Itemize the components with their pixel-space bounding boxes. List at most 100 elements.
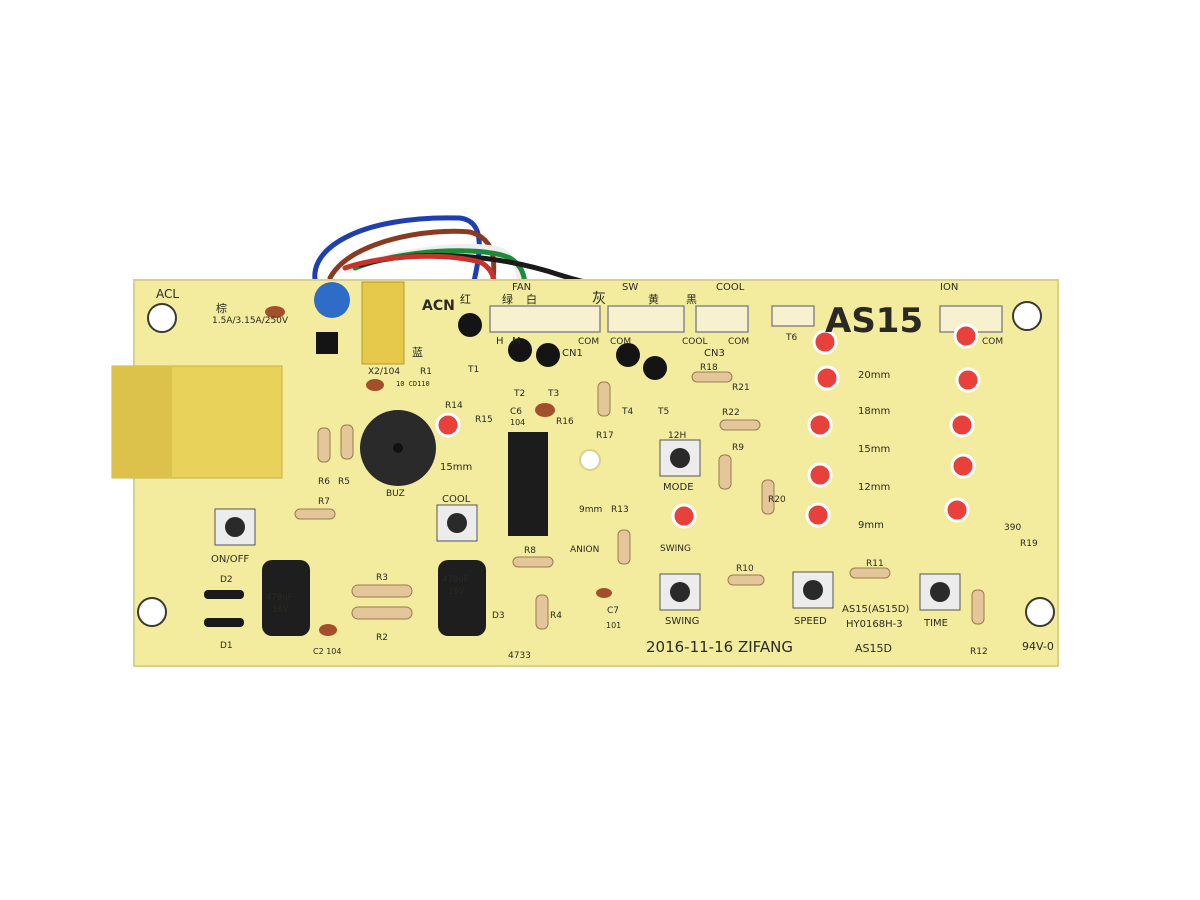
board-variant: AS15(AS15D) xyxy=(842,604,909,615)
label-c2: C2 104 xyxy=(313,647,342,656)
label-c6: C6 xyxy=(510,407,522,417)
label-com-sw: COM xyxy=(610,337,631,347)
label-12h: 12H xyxy=(668,431,686,441)
label-t6: T6 xyxy=(785,333,797,343)
label-anion-9mm: 9mm xyxy=(579,505,602,515)
tactile-buttons xyxy=(214,439,961,611)
wire-bundle xyxy=(312,215,693,315)
ref-r10: R10 xyxy=(736,564,754,574)
ref-r17: R17 xyxy=(596,431,614,441)
ref-r8: R8 xyxy=(524,546,536,556)
board-model: AS15 xyxy=(825,301,923,341)
button-label-mode: MODE xyxy=(663,482,694,493)
label-fuse: 1.5A/3.15A/250V xyxy=(212,316,289,326)
resistors xyxy=(294,371,985,630)
ref-r21: R21 xyxy=(732,383,750,393)
transformer xyxy=(111,365,283,479)
electrolytic-cap-1 xyxy=(262,560,310,636)
leds xyxy=(435,323,981,529)
label-fan: FAN xyxy=(512,282,531,293)
ref-t2: T2 xyxy=(513,389,525,399)
ref-d1: D1 xyxy=(220,641,233,651)
transistors xyxy=(316,313,667,380)
ceramic-caps xyxy=(265,306,612,636)
label-swing-led: SWING xyxy=(660,544,691,554)
ref-r7: R7 xyxy=(318,497,330,507)
ref-r3: R3 xyxy=(376,573,388,583)
ref-t1: T1 xyxy=(467,365,479,375)
ref-r4: R4 xyxy=(550,611,562,621)
label-white-cn: 白 xyxy=(526,292,537,306)
x2-capacitor xyxy=(361,281,405,365)
label-390: 390 xyxy=(1004,523,1021,533)
label-15mm-left: 15mm xyxy=(440,462,472,473)
label-anion: ANION xyxy=(570,545,599,555)
label-zener: 4733 xyxy=(508,651,531,661)
label-h: H xyxy=(496,336,504,347)
level-label-4: 12mm xyxy=(858,482,890,493)
label-red-cn: 红 xyxy=(460,293,471,306)
ref-r15: R15 xyxy=(475,415,493,425)
ref-r13: R13 xyxy=(611,505,629,515)
connector-housings xyxy=(489,305,1003,333)
label-c6-value: 104 xyxy=(510,418,525,427)
label-cool-cn3: COOL xyxy=(682,337,707,347)
label-black-cn: 黑 xyxy=(686,293,697,306)
label-grey-cn: 灰 xyxy=(592,291,606,307)
cap1-rating: 470uF xyxy=(266,593,293,603)
ref-r14: R14 xyxy=(445,401,463,411)
level-label-2: 18mm xyxy=(858,406,890,417)
label-ion: ION xyxy=(940,282,958,293)
ref-r19: R19 xyxy=(1020,539,1038,549)
board-sub-model: AS15D xyxy=(855,642,892,655)
label-cn3: CN3 xyxy=(704,348,725,359)
label-fuse-cn: 棕 xyxy=(216,301,227,315)
label-com-ion: COM xyxy=(982,337,1003,347)
label-x2: X2/104 xyxy=(368,367,400,377)
level-label-3: 15mm xyxy=(858,444,890,455)
ref-r9: R9 xyxy=(732,443,744,453)
button-label-speed: SPEED xyxy=(794,616,827,627)
ref-r2: R2 xyxy=(376,633,388,643)
ref-r18: R18 xyxy=(700,363,718,373)
label-green-cn: 绿 xyxy=(502,292,513,306)
ref-t4: T4 xyxy=(621,407,633,417)
ref-r1: R1 xyxy=(420,367,432,377)
flammability-rating: 94V-0 xyxy=(1022,640,1054,653)
small-cap-mark: 10 CD110 xyxy=(396,380,430,388)
cap2-voltage: 16V xyxy=(448,587,465,597)
label-c7: C7 xyxy=(607,606,619,616)
label-blue-cn: 蓝 xyxy=(412,346,423,359)
label-cool-connector: COOL xyxy=(716,282,745,293)
ref-r16: R16 xyxy=(556,417,574,427)
ref-t3: T3 xyxy=(547,389,559,399)
label-cn1: CN1 xyxy=(562,348,583,359)
button-label-swing: SWING xyxy=(665,616,699,627)
label-m: M xyxy=(512,336,521,347)
label-buz: BUZ xyxy=(386,489,405,499)
ref-r22: R22 xyxy=(722,408,740,418)
ref-t5: T5 xyxy=(657,407,669,417)
ref-d2: D2 xyxy=(220,575,233,585)
ref-r11: R11 xyxy=(866,559,884,569)
diodes xyxy=(204,590,244,627)
label-c7-value: 101 xyxy=(606,621,621,630)
board-part-number: HY0168H-3 xyxy=(846,619,903,630)
blue-disc-capacitor xyxy=(314,282,350,318)
button-label-on-off: ON/OFF xyxy=(211,554,249,565)
label-acn: ACN xyxy=(422,298,455,314)
electrolytic-cap-2 xyxy=(438,560,486,636)
cap1-voltage: 16V xyxy=(272,605,289,615)
board-date-line: 2016-11-16 ZIFANG xyxy=(646,638,793,656)
mounting-holes xyxy=(137,301,1055,627)
label-acl: ACL xyxy=(156,287,179,301)
ref-d3: D3 xyxy=(492,611,505,621)
button-label-cool: COOL xyxy=(442,494,471,505)
label-com-cool: COM xyxy=(728,337,749,347)
label-sw: SW xyxy=(622,282,638,293)
label-yellow-cn: 黄 xyxy=(648,292,659,306)
level-label-1: 20mm xyxy=(858,370,890,381)
ref-r12: R12 xyxy=(970,647,988,657)
ic-chip xyxy=(508,432,548,536)
